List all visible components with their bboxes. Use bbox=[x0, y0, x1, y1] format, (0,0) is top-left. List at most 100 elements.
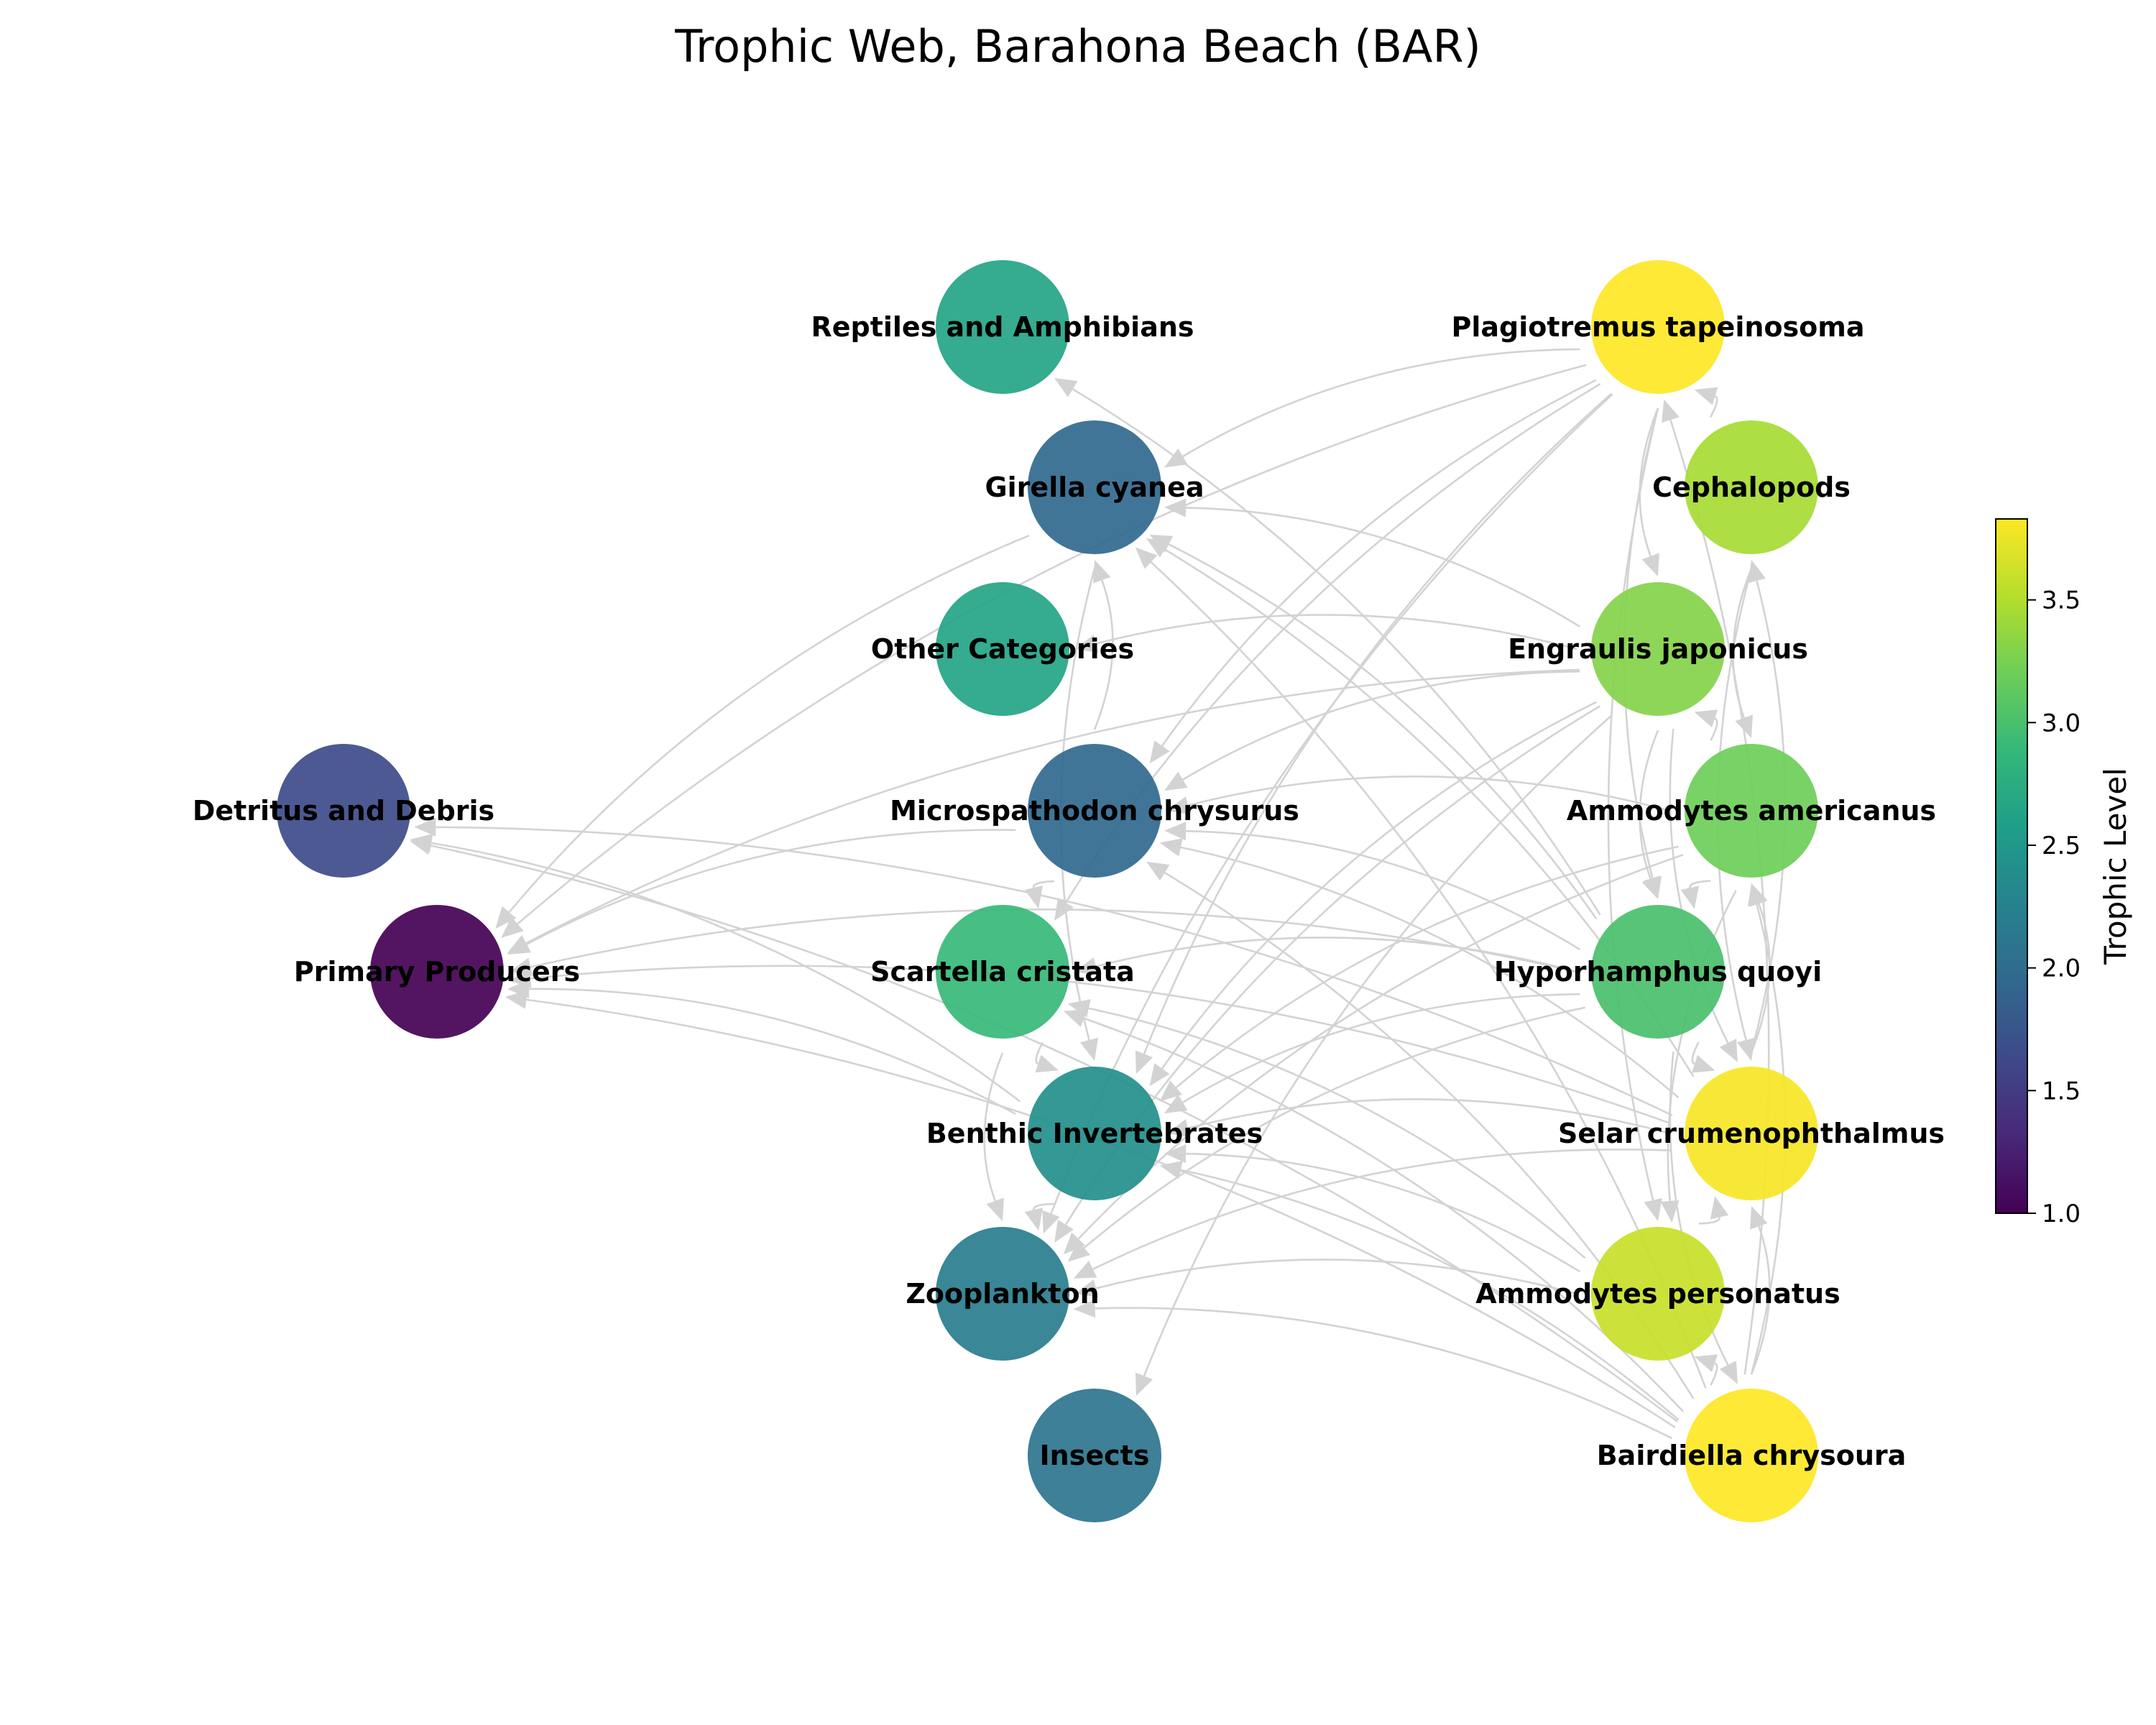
node-label: Insects bbox=[1040, 1440, 1150, 1471]
edge-arrowhead bbox=[1146, 538, 1170, 558]
edge-engr-to-micro bbox=[1164, 670, 1580, 791]
node-label: Scartella cristata bbox=[870, 956, 1135, 988]
edge-arrowhead bbox=[1159, 838, 1183, 857]
node-circle bbox=[277, 744, 410, 878]
edge-line bbox=[525, 829, 1016, 946]
edge-line bbox=[1607, 408, 1659, 1201]
edge-line bbox=[1186, 507, 1581, 627]
node-benth: Benthic Invertebrates bbox=[926, 1067, 1263, 1200]
edge-arrowhead bbox=[1079, 1037, 1099, 1061]
edge-selar-to-detr bbox=[414, 817, 1673, 1116]
edge-line bbox=[1095, 614, 1577, 650]
edge-arrowhead bbox=[1641, 875, 1659, 899]
colorbar-tick-label: 1.0 bbox=[2042, 1200, 2081, 1228]
edge-line bbox=[1077, 854, 1684, 1240]
node-label: Bairdiella chrysoura bbox=[1597, 1440, 1907, 1471]
node-label: Selar crumenophthalmus bbox=[1558, 1118, 1945, 1149]
edge-arrowhead bbox=[1093, 560, 1111, 584]
edge-micro-to-prim bbox=[507, 829, 1016, 954]
edge-micro-to-girella bbox=[1093, 560, 1114, 730]
edge-arrowhead bbox=[1164, 771, 1188, 791]
edge-line bbox=[530, 908, 1577, 973]
edge-arrowhead bbox=[1680, 886, 1700, 909]
figure-title: Trophic Web, Barahona Beach (BAR) bbox=[675, 20, 1481, 73]
colorbar-ticks: 1.01.52.02.53.03.5 bbox=[2027, 586, 2081, 1228]
edge-line bbox=[1095, 1307, 1673, 1440]
edge-arrowhead bbox=[1164, 498, 1187, 518]
edge-plag-to-ammper bbox=[1607, 408, 1662, 1221]
node-label: Zooplankton bbox=[906, 1278, 1099, 1310]
edge-line bbox=[529, 988, 1016, 1116]
edge-line bbox=[1035, 1041, 1044, 1065]
node-selar: Selar crumenophthalmus bbox=[1558, 1067, 1945, 1200]
edge-plag-to-girella bbox=[1164, 348, 1580, 468]
edge-arrowhead bbox=[1694, 387, 1718, 405]
edge-line bbox=[1187, 776, 1671, 812]
edge-ammam-to-hypo bbox=[1680, 880, 1711, 909]
edge-line bbox=[1033, 880, 1054, 888]
node-circle bbox=[1028, 1389, 1161, 1522]
edge-hypo-to-rept bbox=[1054, 377, 1601, 916]
edge-scart-to-benth bbox=[1035, 1041, 1059, 1073]
edge-arrowhead bbox=[1719, 1361, 1738, 1384]
edge-line bbox=[525, 668, 1580, 944]
edge-hypo-to-scart bbox=[1075, 937, 1577, 976]
node-label: Benthic Invertebrates bbox=[926, 1118, 1263, 1149]
edge-arrowhead bbox=[1146, 861, 1170, 881]
node-other: Other Categories bbox=[871, 582, 1134, 716]
edge-selar-to-benth bbox=[1167, 1098, 1671, 1138]
node-insect: Insects bbox=[1028, 1389, 1161, 1522]
edge-line bbox=[1639, 730, 1659, 880]
edge-engr-to-other bbox=[1075, 614, 1577, 653]
edge-scart-to-zoo bbox=[983, 1052, 1004, 1221]
edge-ammam-to-engr bbox=[1694, 709, 1718, 741]
edge-arrowhead bbox=[1063, 1009, 1087, 1028]
colorbar-tick-label: 3.5 bbox=[2042, 586, 2081, 615]
edge-arrowhead bbox=[1164, 822, 1187, 841]
node-circle bbox=[1591, 1227, 1725, 1361]
node-circle bbox=[1685, 420, 1818, 554]
edge-ceph-to-plag bbox=[1694, 387, 1718, 418]
edge-arrowhead bbox=[1063, 1232, 1086, 1255]
edge-arrowhead bbox=[1164, 1144, 1187, 1164]
edge-line bbox=[983, 1052, 1004, 1202]
node-label: Detritus and Debris bbox=[193, 795, 494, 827]
edge-arrowhead bbox=[1024, 886, 1044, 909]
edge-line bbox=[1093, 579, 1114, 730]
node-circle bbox=[1591, 582, 1725, 716]
edge-line bbox=[1175, 845, 1679, 1089]
edge-arrowhead bbox=[1747, 560, 1766, 584]
edge-benth-to-prim bbox=[507, 979, 1016, 1116]
edge-arrowhead bbox=[1719, 1039, 1738, 1062]
edge-ammam-to-micro bbox=[1167, 776, 1671, 815]
edge-arrowhead bbox=[1149, 1063, 1170, 1087]
node-girella: Girella cyanea bbox=[985, 420, 1204, 554]
edge-line bbox=[436, 826, 1673, 1116]
node-label: Microspathodon chrysurus bbox=[890, 795, 1299, 827]
edge-ammam-to-benth bbox=[1159, 845, 1679, 1102]
edge-arrowhead bbox=[1694, 709, 1718, 728]
edge-arrowhead bbox=[1691, 1054, 1715, 1073]
edge-line bbox=[1669, 419, 1770, 1375]
edge-ammper-to-zoo bbox=[1075, 1259, 1577, 1298]
node-circle bbox=[370, 905, 504, 1039]
edge-girella-to-prim bbox=[495, 534, 1030, 929]
node-circle bbox=[936, 905, 1069, 1039]
node-circle bbox=[1028, 744, 1161, 878]
edge-arrowhead bbox=[1710, 1196, 1729, 1220]
edge-line bbox=[1710, 1362, 1718, 1386]
node-scart: Scartella cristata bbox=[870, 905, 1135, 1039]
edge-arrowhead bbox=[1042, 1210, 1060, 1234]
node-engr: Engraulis japonicus bbox=[1508, 582, 1808, 716]
edge-ammam-to-ammper bbox=[1660, 890, 1737, 1223]
edge-hypo-to-girella bbox=[1149, 534, 1598, 920]
edge-ammam-to-zoo bbox=[1063, 854, 1684, 1255]
edge-line bbox=[1180, 846, 1680, 1099]
node-detr: Detritus and Debris bbox=[193, 744, 494, 878]
edge-arrowhead bbox=[1660, 1200, 1680, 1223]
node-circle bbox=[1028, 1067, 1161, 1200]
node-circle bbox=[936, 260, 1069, 394]
edge-hypo-to-micro bbox=[1164, 822, 1581, 951]
edge-line bbox=[1180, 1169, 1680, 1421]
edge-line bbox=[1691, 1041, 1700, 1065]
